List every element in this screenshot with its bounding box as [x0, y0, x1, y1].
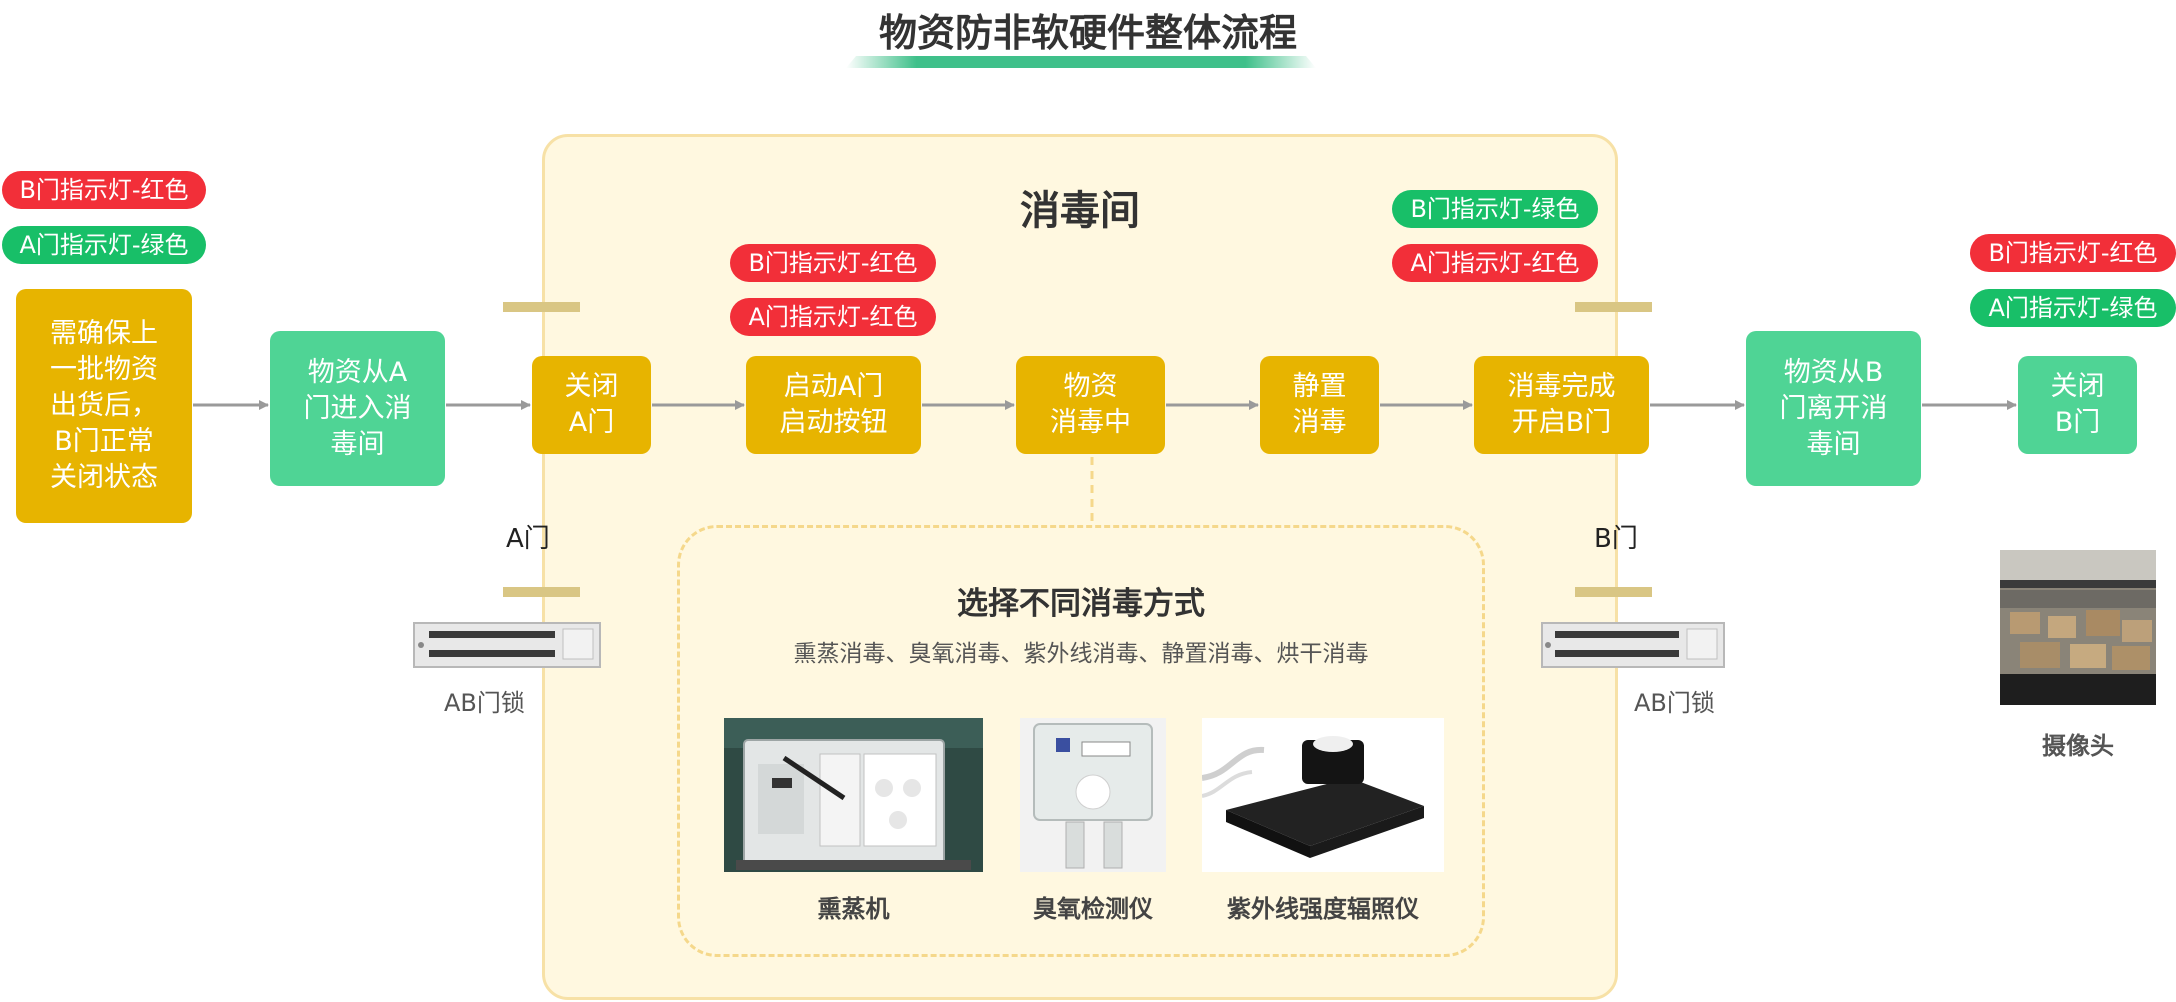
- indicator-b-red-right: B门指示灯-红色: [1970, 234, 2176, 272]
- diagram-title: 物资防非软硬件整体流程: [878, 11, 1297, 55]
- step-open-b-door: 消毒完成 开启B门: [1474, 356, 1649, 454]
- device-label-uv-radiometer: 紫外线强度辐照仪: [1227, 895, 1419, 923]
- indicator-b-green-inner: B门指示灯-绿色: [1392, 190, 1598, 228]
- title-underline: [846, 56, 1316, 68]
- step-enter-a-door: 物资从A 门进入消 毒间: [270, 331, 445, 486]
- step-ensure-b-closed: 需确保上 一批物资 出货后， B门正常 关闭状态: [16, 289, 192, 523]
- room-title: 消毒间: [1020, 188, 1140, 234]
- indicator-a-red-inner: A门指示灯-红色: [1392, 244, 1598, 282]
- indicator-a-red-mid: A门指示灯-红色: [730, 298, 936, 336]
- indicator-a-green-right: A门指示灯-绿色: [1970, 289, 2176, 327]
- door-a-bottom-bar: [503, 587, 580, 597]
- door-a-label: A门: [506, 524, 550, 554]
- step-static-disinfect: 静置 消毒: [1260, 356, 1379, 454]
- door-lock-right-icon: [1541, 622, 1725, 668]
- camera-view-image: [2000, 550, 2156, 705]
- door-b-top-bar: [1575, 302, 1652, 312]
- methods-list: 熏蒸消毒、臭氧消毒、紫外线消毒、静置消毒、烘干消毒: [793, 641, 1369, 667]
- device-label-ozone-detector: 臭氧检测仪: [1033, 895, 1153, 923]
- step-disinfecting: 物资 消毒中: [1016, 356, 1165, 454]
- door-a-top-bar: [503, 302, 580, 312]
- device-label-fumigator: 熏蒸机: [817, 895, 890, 923]
- fumigation-machine-image: [724, 718, 983, 872]
- step-leave-b-door: 物资从B 门离开消 毒间: [1746, 331, 1921, 486]
- door-lock-left-icon: [413, 622, 601, 668]
- indicator-b-red-mid: B门指示灯-红色: [730, 244, 936, 282]
- step-close-a-door: 关闭 A门: [532, 356, 651, 454]
- door-b-bottom-bar: [1575, 587, 1652, 597]
- step-start-a-button: 启动A门 启动按钮: [746, 356, 921, 454]
- methods-title: 选择不同消毒方式: [957, 586, 1205, 622]
- indicator-a-green-left: A门指示灯-绿色: [2, 226, 206, 264]
- door-b-label: B门: [1594, 524, 1638, 554]
- ozone-detector-image: [1020, 718, 1166, 872]
- uv-radiometer-image: [1202, 718, 1444, 872]
- door-lock-left-label: AB门锁: [444, 689, 525, 717]
- door-lock-right-label: AB门锁: [1634, 689, 1715, 717]
- camera-label: 摄像头: [2042, 732, 2114, 760]
- disinfection-methods-box: [677, 525, 1485, 957]
- step-close-b-door: 关闭 B门: [2018, 356, 2137, 454]
- indicator-b-red-left: B门指示灯-红色: [2, 171, 206, 209]
